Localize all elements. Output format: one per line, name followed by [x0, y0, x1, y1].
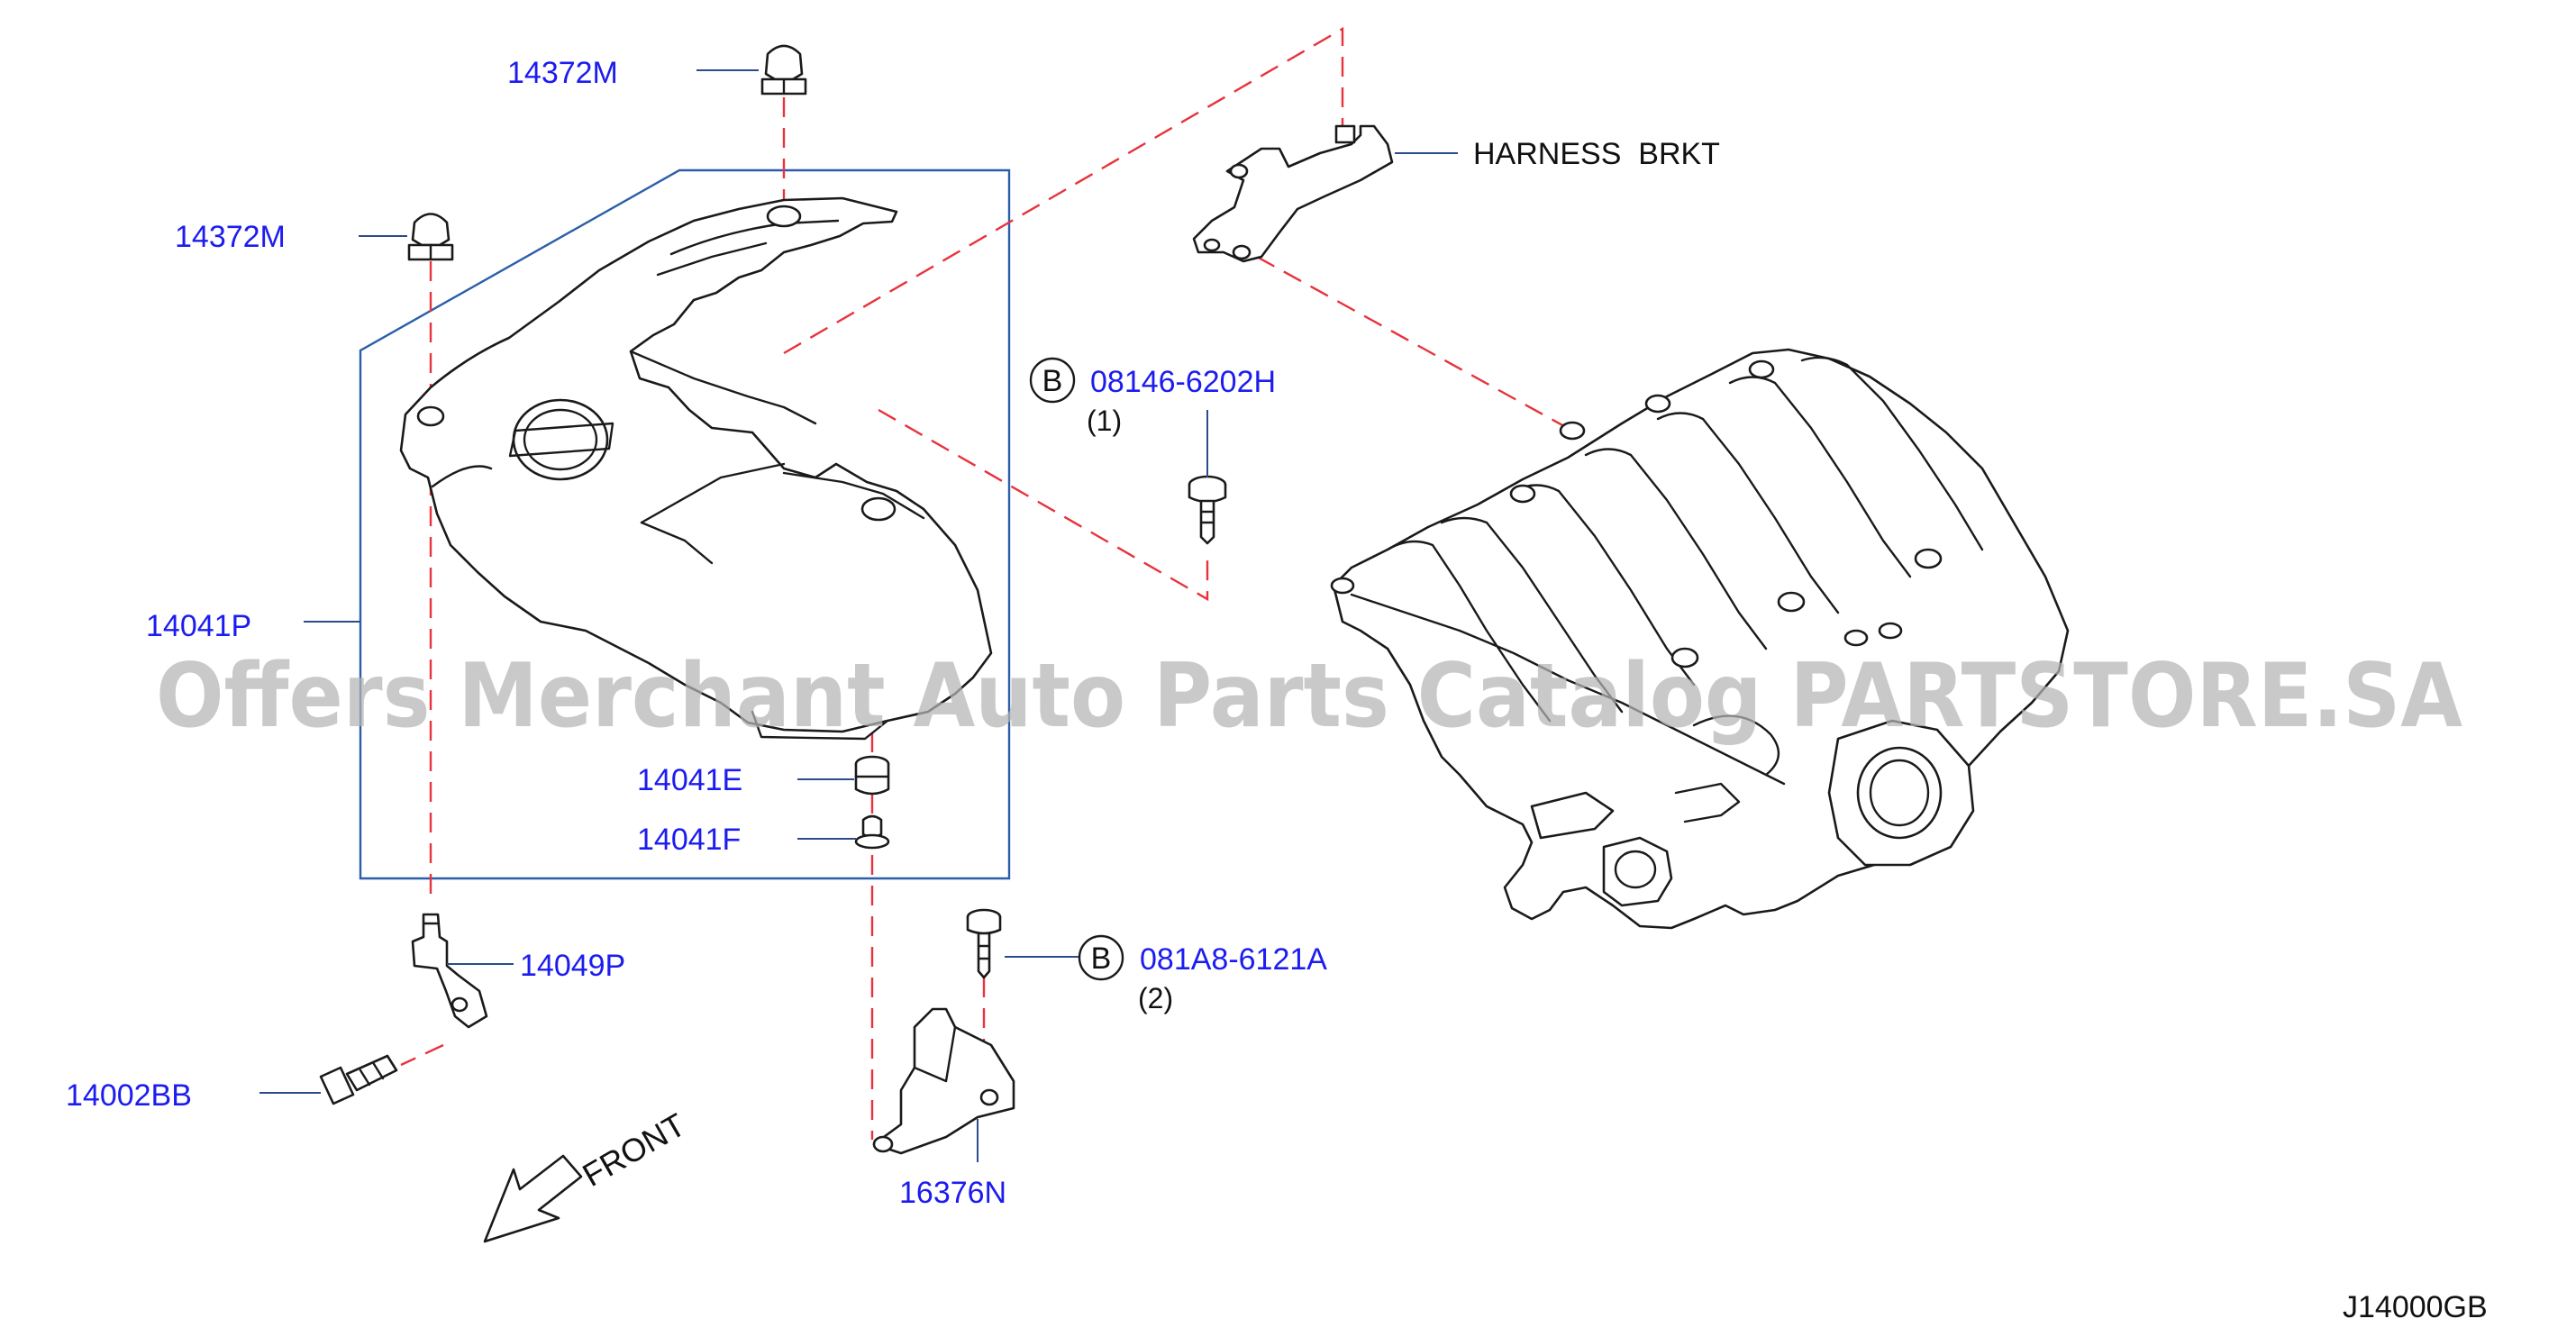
- label-cap-top[interactable]: 14372M: [507, 56, 618, 90]
- grommet-f[interactable]: [854, 814, 890, 850]
- leader-lines: [259, 69, 1458, 1162]
- front-indicator: FRONT: [483, 1105, 692, 1243]
- label-grommet-e[interactable]: 14041E: [637, 763, 742, 797]
- bolt-081a8-6121a[interactable]: [966, 908, 1002, 979]
- bolt-14002bb[interactable]: [319, 1054, 398, 1105]
- bracket-p[interactable]: [411, 913, 488, 1029]
- diagram-id: J14000GB: [2343, 1290, 2488, 1324]
- label-harness-bracket: HARNESS BRKT: [1473, 137, 1720, 171]
- label-grommet-f[interactable]: 14041F: [637, 823, 741, 857]
- callout-b2: B: [1078, 934, 1124, 981]
- qty-bolt-2: (2): [1138, 982, 1173, 1014]
- intake-manifold[interactable]: [1330, 348, 2070, 930]
- grommet-e[interactable]: [854, 755, 890, 796]
- callout-b2-letter: B: [1091, 941, 1112, 976]
- callout-b1: B: [1029, 357, 1076, 404]
- cover-assembly-frame: [359, 168, 1011, 880]
- front-arrow-icon: [483, 1154, 583, 1243]
- engine-cover[interactable]: [399, 196, 993, 741]
- label-bolt-2[interactable]: 081A8-6121A: [1140, 942, 1327, 977]
- label-bolt-bb[interactable]: 14002BB: [66, 1078, 192, 1113]
- cap-nut-left[interactable]: [407, 213, 454, 261]
- cap-nut-top[interactable]: [760, 44, 807, 96]
- label-bracket-p[interactable]: 14049P: [520, 949, 625, 983]
- label-cap-left[interactable]: 14372M: [175, 220, 286, 254]
- front-label: FRONT: [577, 1105, 692, 1194]
- label-bolt-1[interactable]: 08146-6202H: [1090, 365, 1276, 399]
- qty-bolt-1: (1): [1087, 405, 1122, 437]
- harness-bracket[interactable]: [1192, 124, 1394, 263]
- watermark-text: Offers Merchant Auto Parts Catalog PARTS…: [156, 645, 2462, 748]
- bolt-08146-6202h[interactable]: [1188, 475, 1227, 545]
- callout-b1-letter: B: [1042, 364, 1063, 398]
- label-bracket-n[interactable]: 16376N: [899, 1176, 1006, 1210]
- label-engine-cover[interactable]: 14041P: [146, 609, 251, 643]
- bracket-n[interactable]: [872, 1007, 1015, 1155]
